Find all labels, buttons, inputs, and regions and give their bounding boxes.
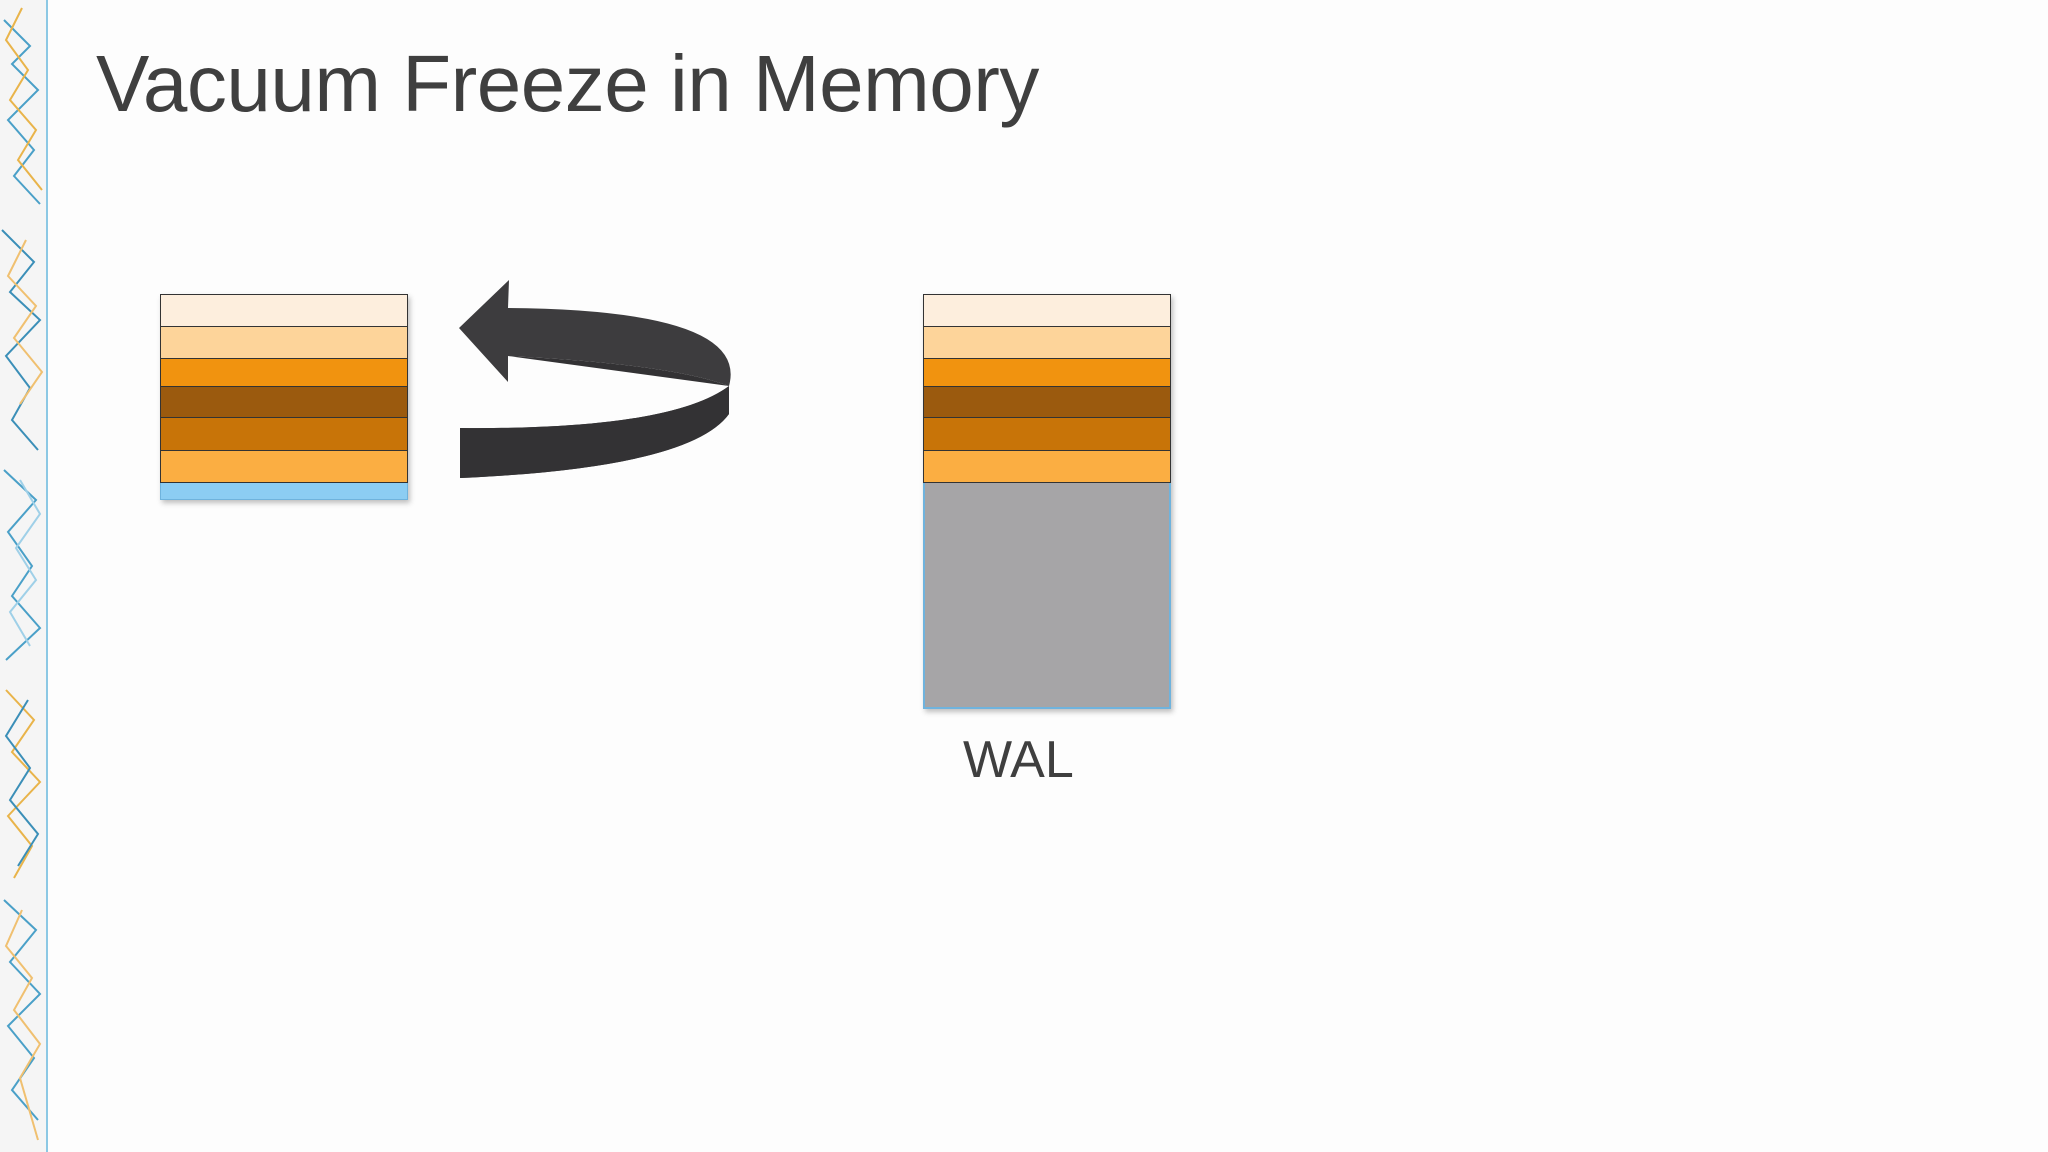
wal-row-4 <box>923 387 1171 418</box>
wal-row-6 <box>923 451 1171 483</box>
wal-row-1 <box>923 294 1171 327</box>
memory-page-stack <box>160 294 408 500</box>
wal-row-3 <box>923 359 1171 387</box>
decorative-side-pattern <box>0 0 48 1152</box>
wal-empty-space <box>923 483 1171 709</box>
page-row-1 <box>160 294 408 327</box>
page-row-4 <box>160 387 408 418</box>
wal-stack <box>923 294 1171 709</box>
frozen-row <box>160 483 408 500</box>
page-row-6 <box>160 451 408 483</box>
slide-title: Vacuum Freeze in Memory <box>96 39 1039 128</box>
curved-return-arrow-icon <box>459 280 731 478</box>
page-row-5 <box>160 418 408 451</box>
wal-row-5 <box>923 418 1171 451</box>
wal-row-2 <box>923 327 1171 359</box>
page-row-3 <box>160 359 408 387</box>
page-row-2 <box>160 327 408 359</box>
wal-label: WAL <box>963 731 1074 789</box>
